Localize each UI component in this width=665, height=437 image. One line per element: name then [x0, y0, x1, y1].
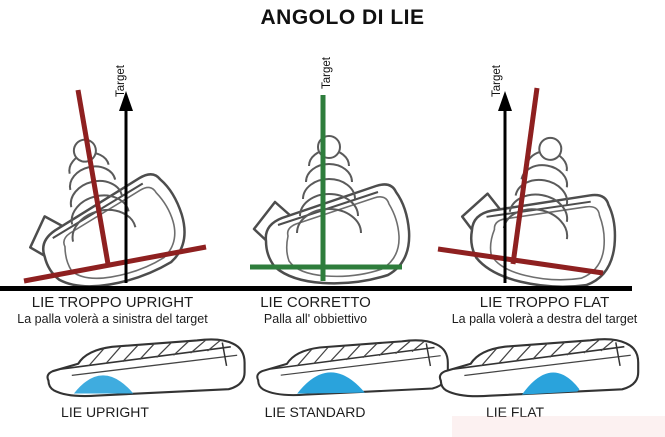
caption-upright: LIE TROPPO UPRIGHT La palla volerà a sin… [0, 294, 225, 326]
club-head-sketch [451, 123, 633, 299]
caption-title: LIE TROPPO UPRIGHT [31, 294, 194, 311]
sole-label-upright: LIE UPRIGHT [61, 404, 149, 420]
ball-flight-line-right [510, 87, 540, 265]
caption-flat: LIE TROPPO FLAT La palla volerà a destra… [424, 294, 665, 326]
target-label: Target [115, 64, 127, 97]
caption-title: LIE CORRETTO [260, 294, 371, 311]
target-arrow-icon [498, 91, 512, 283]
sole-view-flat [438, 338, 640, 398]
sole-label-flat: LIE FLAT [485, 404, 545, 420]
caption-subtitle: Palla all' obbiettivo [263, 311, 368, 326]
sole-view-standard [256, 339, 449, 397]
correct-lie-illustration: Target [250, 56, 411, 285]
club-head-sketch [252, 134, 411, 285]
target-arrow-icon [119, 91, 133, 283]
caption-subtitle: La palla volerà a destra del target [451, 311, 638, 326]
target-label: Target [491, 64, 503, 97]
sole-direction-line [437, 246, 604, 276]
diagram-title: ANGOLO DI LIE [260, 6, 425, 29]
ground-line [0, 286, 632, 291]
caption-correct: LIE CORRETTO Palla all' obbiettivo [228, 294, 403, 326]
sole-view-upright [46, 338, 246, 398]
sole-sketch [46, 338, 246, 398]
wear-spot-heel-top [73, 375, 134, 394]
flat-lie-illustration: Target [437, 64, 633, 299]
caption-title: LIE TROPPO FLAT [479, 294, 610, 311]
sole-label-standard: LIE STANDARD [264, 404, 366, 420]
club-head-sketch [8, 120, 195, 302]
ball-flight-line-left [75, 89, 111, 265]
upright-lie-illustration: Target [8, 64, 207, 302]
watermark [452, 416, 665, 437]
target-label: Target [321, 56, 333, 89]
caption-subtitle: La palla volerà a sinistra del target [17, 311, 208, 326]
sole-direction-line [23, 244, 207, 284]
wear-spot-toe [521, 372, 580, 395]
wear-spot-center [297, 372, 365, 394]
